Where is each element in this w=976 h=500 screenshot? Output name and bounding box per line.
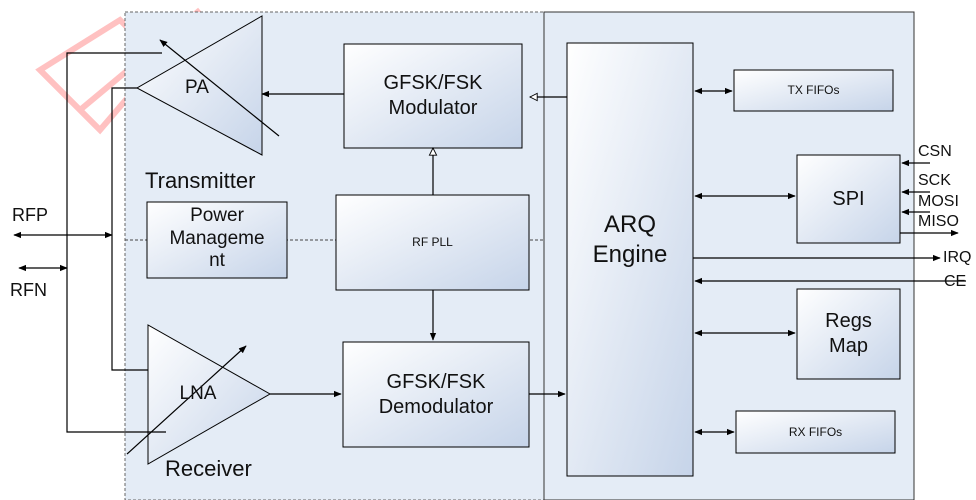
lna-amplifier	[147, 324, 272, 465]
irq-pin-label: IRQ	[943, 249, 972, 266]
demodulator-block	[342, 341, 530, 448]
signal-arrows	[261, 87, 966, 436]
transmitter-label: Transmitter	[145, 168, 256, 193]
tx-fifos-block	[733, 69, 894, 112]
power-management-block	[146, 201, 288, 279]
ce-pin-label: CE	[944, 273, 967, 290]
rf-pll-block	[335, 194, 530, 291]
pa-gain-arrow	[159, 39, 280, 137]
csn-pin-label: CSN	[918, 143, 952, 160]
receiver-label: Receiver	[165, 456, 252, 481]
rf-wiring	[66, 52, 166, 433]
sck-pin-label: SCK	[918, 172, 951, 189]
arq-engine-block	[566, 42, 694, 477]
spi-block	[796, 154, 901, 244]
rfp-label: RFP	[12, 205, 48, 225]
rfn-label: RFN	[10, 280, 47, 300]
miso-pin-label: MISO	[918, 213, 959, 230]
lna-gain-arrow	[126, 345, 247, 455]
modulator-block	[343, 43, 523, 149]
mosi-pin-label: MOSI	[918, 193, 959, 210]
rx-fifos-block	[735, 410, 896, 454]
regs-map-block	[796, 288, 901, 380]
pa-amplifier	[135, 15, 263, 156]
